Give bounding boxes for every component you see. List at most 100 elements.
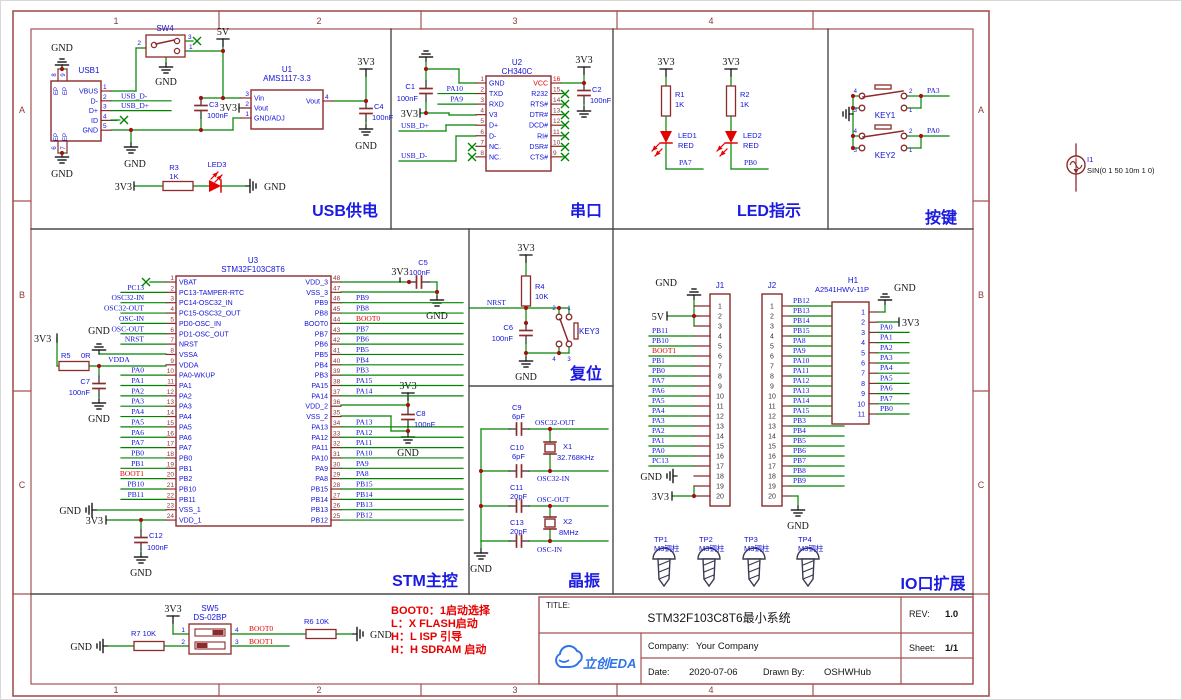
svg-text:C10: C10	[510, 443, 524, 452]
svg-text:M3铜柱: M3铜柱	[654, 543, 680, 553]
svg-text:3V3: 3V3	[34, 334, 51, 345]
svg-text:TP4: TP4	[798, 535, 812, 544]
svg-text:PB11: PB11	[128, 490, 145, 499]
svg-text:3V3: 3V3	[575, 55, 592, 66]
svg-text:PA13: PA13	[356, 417, 373, 426]
header-J1[interactable]: J11234PB115PB106BOOT17PB18PB09PA710PA611…	[648, 281, 731, 507]
svg-text:10: 10	[857, 401, 865, 408]
svg-text:AMS1117-3.3: AMS1117-3.3	[263, 74, 311, 83]
power-flag-3V3: 3V3	[164, 604, 182, 624]
svg-text:PC14-OSC32_IN: PC14-OSC32_IN	[179, 300, 233, 307]
svg-text:37: 37	[333, 389, 341, 396]
svg-text:14: 14	[768, 434, 776, 441]
resistor-R6[interactable]: R6 10K	[304, 617, 337, 640]
svg-text:SW4: SW4	[156, 24, 174, 33]
svg-text:D+: D+	[89, 108, 98, 115]
svg-text:16: 16	[553, 76, 561, 83]
svg-text:H：H SDRAM 启动: H：H SDRAM 启动	[391, 642, 486, 656]
svg-text:GND: GND	[355, 141, 377, 152]
svg-text:3V3: 3V3	[115, 182, 132, 193]
resistor-R7[interactable]: R7 10K	[131, 629, 165, 652]
svg-text:PB5: PB5	[793, 436, 806, 445]
svg-text:100nF: 100nF	[397, 94, 419, 103]
svg-text:C5: C5	[418, 258, 428, 267]
svg-text:L：X FLASH启动: L：X FLASH启动	[391, 616, 478, 630]
svg-text:R5: R5	[61, 351, 71, 360]
svg-text:PB3: PB3	[356, 366, 369, 375]
svg-text:LED3: LED3	[208, 160, 227, 169]
svg-text:GND: GND	[370, 630, 392, 641]
svg-text:8: 8	[718, 374, 722, 381]
svg-text:PA15: PA15	[311, 383, 328, 390]
svg-text:4: 4	[854, 129, 858, 135]
header-J2[interactable]: J21PB122PB133PB144PB155PA86PA97PA108PA11…	[761, 281, 845, 507]
svg-text:GND/ADJ: GND/ADJ	[254, 116, 285, 123]
svg-text:BOOT0: BOOT0	[356, 314, 380, 323]
svg-text:PA9: PA9	[450, 95, 463, 104]
svg-text:22: 22	[167, 492, 175, 499]
svg-text:GND: GND	[51, 169, 73, 180]
svg-text:USB供电: USB供电	[312, 201, 378, 220]
svg-text:C2: C2	[592, 85, 602, 94]
svg-text:8MHz: 8MHz	[559, 528, 579, 537]
svg-text:35: 35	[333, 410, 341, 417]
svg-text:19: 19	[768, 484, 776, 491]
ic-U2[interactable]: U2CH340C1GND2TXDPA103RXDPA94V35D+6D-7NC.…	[437, 58, 564, 172]
svg-text:15: 15	[553, 87, 561, 94]
led-LED3[interactable]: LED3	[208, 160, 227, 193]
wire-layer[interactable]	[56, 40, 1077, 647]
svg-text:PB4: PB4	[315, 362, 328, 369]
svg-text:NC.: NC.	[489, 144, 501, 151]
header-H1[interactable]: H1A2541HWV-11P123PA04PA15PA26PA37PA48PA5…	[815, 276, 910, 425]
svg-text:3: 3	[188, 34, 192, 41]
svg-text:PA7: PA7	[652, 376, 665, 385]
ic-U3[interactable]: U3STM32F103C8T61VBAT2PC13-TAMPER-RTCPC13…	[104, 256, 464, 527]
svg-text:3V3: 3V3	[220, 103, 237, 114]
svg-text:RXD: RXD	[489, 102, 504, 109]
svg-text:PB5: PB5	[315, 352, 328, 359]
svg-text:8: 8	[480, 150, 484, 157]
svg-text:6: 6	[861, 361, 865, 368]
svg-text:PA3: PA3	[927, 86, 940, 95]
svg-text:OSC32-OUT: OSC32-OUT	[535, 418, 575, 427]
gnd-flag	[842, 106, 854, 122]
svg-text:C8: C8	[416, 409, 426, 418]
